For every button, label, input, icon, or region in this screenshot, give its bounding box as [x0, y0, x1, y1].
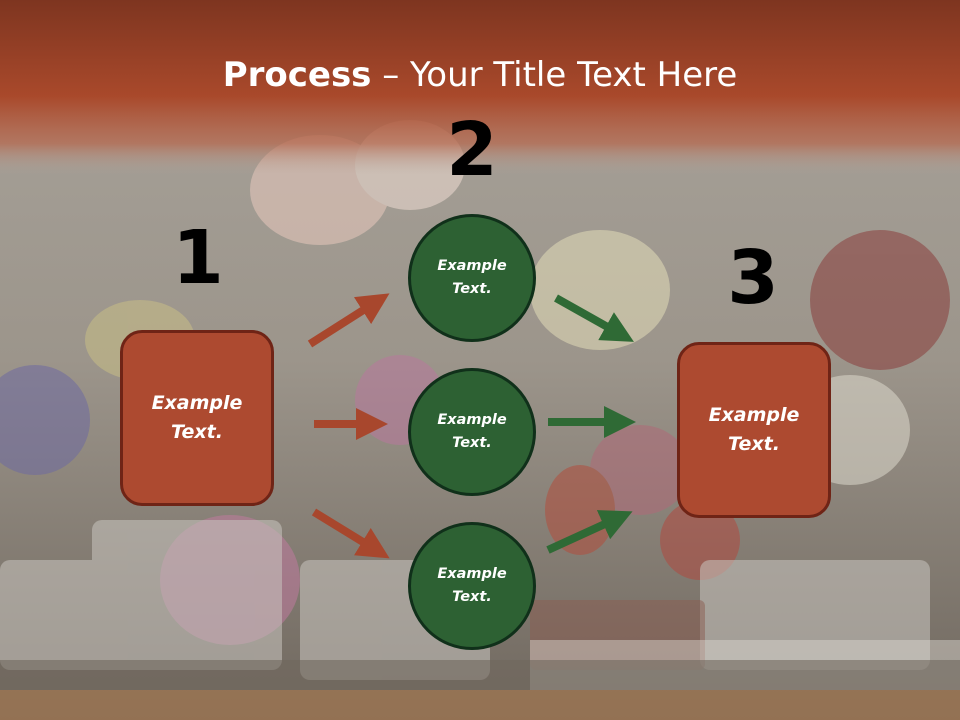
- step-number-2: 2: [446, 107, 498, 193]
- arrow-right-icon: [546, 510, 633, 554]
- step-2-circle-bottom: Example Text.: [408, 522, 536, 650]
- step-number-3: 3: [727, 235, 779, 321]
- slide-title: Process – Your Title Text Here: [0, 52, 960, 98]
- title-bold: Process: [222, 55, 372, 95]
- step-number-1: 1: [172, 215, 224, 301]
- title-subtitle: – Your Title Text Here: [371, 55, 738, 95]
- arrow-right-icon: [554, 294, 634, 342]
- arrow-right-icon: [311, 508, 390, 559]
- step-2-circle-middle-text: Example Text.: [437, 412, 507, 451]
- step-2-circle-middle: Example Text.: [408, 368, 536, 496]
- step-2-circle-top: Example Text.: [408, 214, 536, 342]
- step-2-circle-top-text: Example Text.: [437, 258, 507, 297]
- step-1-text: Example Text.: [151, 392, 243, 443]
- step-3-text: Example Text.: [708, 404, 800, 455]
- step-2-circle-bottom-text: Example Text.: [437, 566, 507, 605]
- arrow-right-icon: [307, 293, 390, 348]
- step-1-box: Example Text.: [120, 330, 274, 506]
- step-3-box: Example Text.: [677, 342, 831, 518]
